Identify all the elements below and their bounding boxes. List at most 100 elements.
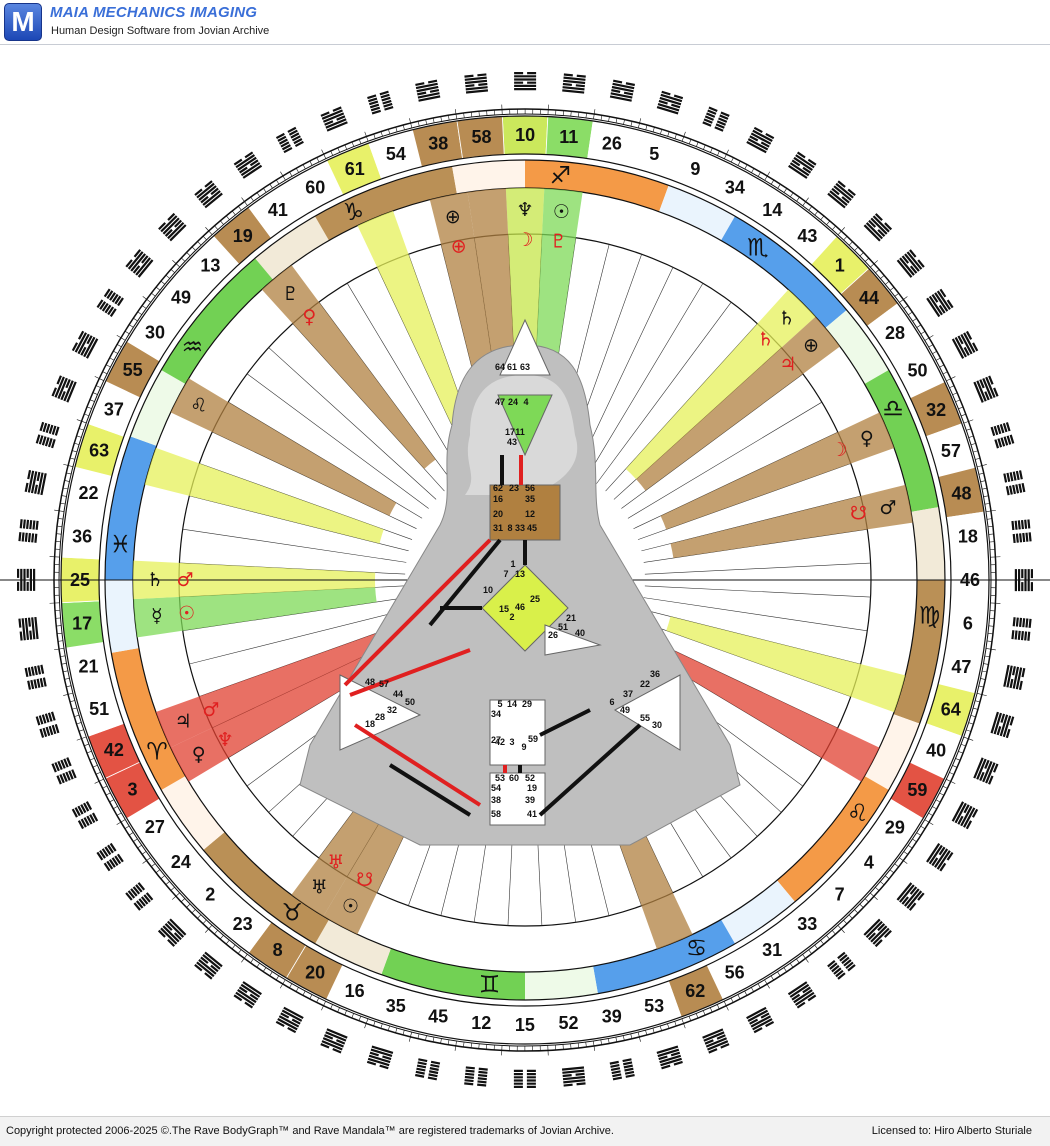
tick-mark — [943, 786, 947, 788]
hexagram-line — [613, 80, 622, 84]
hexagram-line — [25, 483, 29, 492]
tick-mark — [601, 115, 602, 120]
tick-mark — [65, 480, 70, 481]
tick-mark — [270, 184, 273, 188]
tick-mark — [932, 806, 936, 808]
hexagram-line — [1011, 630, 1014, 639]
tick-mark — [955, 758, 960, 760]
hexagram-icon — [194, 952, 223, 980]
tick-mark — [988, 526, 993, 527]
gate-number: 14 — [762, 200, 782, 220]
tick-mark — [63, 488, 68, 489]
gate-number: 59 — [907, 780, 927, 800]
tick-mark — [220, 935, 223, 939]
gate-number: 44 — [859, 288, 879, 308]
tick-mark — [65, 678, 70, 679]
planet-glyph-icon: ♃ — [175, 711, 192, 733]
tick-mark — [103, 786, 107, 788]
tick-mark — [280, 172, 285, 181]
hexagram-icon — [788, 152, 816, 179]
hexagram-line — [1011, 521, 1014, 530]
tick-mark — [374, 1021, 376, 1026]
tick-mark — [981, 481, 986, 482]
tick-mark — [263, 967, 266, 971]
hexagram-icon — [25, 470, 47, 495]
tick-mark — [689, 1016, 691, 1021]
tick-mark — [276, 976, 279, 980]
hexagram-line — [1015, 521, 1018, 530]
hexagram-line — [465, 1073, 474, 1076]
tick-mark — [198, 241, 201, 245]
tick-mark — [290, 172, 292, 176]
bodygraph-gate-number: 16 — [493, 494, 503, 504]
tick-mark — [623, 1036, 624, 1041]
hexagram-line — [577, 75, 586, 78]
tick-mark — [186, 904, 190, 907]
hexagram-line — [465, 84, 474, 87]
tick-mark — [345, 1010, 347, 1015]
tick-mark — [717, 151, 719, 156]
gate-number: 6 — [963, 614, 973, 634]
hexagram-line — [1010, 472, 1014, 481]
tick-mark — [880, 275, 884, 278]
gate-number: 52 — [559, 1013, 579, 1033]
hexagram-line — [430, 1064, 439, 1068]
tick-mark — [631, 1034, 632, 1039]
bodygraph-gate-number: 46 — [515, 602, 525, 612]
gate-number: 17 — [72, 614, 92, 634]
gate-number: 2 — [205, 885, 215, 905]
hexagram-line — [612, 1070, 621, 1074]
tick-mark — [608, 1038, 609, 1043]
tick-mark — [936, 358, 940, 360]
tick-mark — [161, 281, 165, 284]
tick-mark — [751, 987, 753, 991]
tick-mark — [821, 940, 824, 944]
tick-mark — [631, 121, 632, 126]
tick-mark — [263, 188, 266, 192]
gate-number: 45 — [428, 1006, 448, 1026]
hexagram-icon — [51, 757, 76, 784]
tick-mark — [142, 306, 146, 309]
hexagram-line — [26, 520, 29, 529]
tick-mark — [276, 180, 279, 184]
tick-mark — [797, 197, 800, 201]
gate-number: 41 — [268, 200, 288, 220]
tick-mark — [296, 168, 298, 172]
copyright-text: Copyright protected 2006-2025 ©.The Rave… — [6, 1125, 614, 1137]
zodiac-sign-icon: ♐ — [550, 162, 572, 190]
hexagram-icon — [18, 519, 38, 543]
tick-mark — [790, 193, 793, 197]
hexagram-line — [479, 1068, 488, 1071]
bodygraph-gate-number: 64 — [495, 362, 505, 372]
tick-mark — [87, 407, 92, 409]
hexagram-line — [564, 73, 573, 76]
hexagram-line — [1021, 520, 1024, 529]
hexagram-line — [37, 472, 41, 481]
tick-mark — [717, 1005, 719, 1010]
tick-mark — [345, 145, 347, 150]
gate-number: 10 — [515, 125, 535, 145]
tick-mark — [138, 312, 142, 315]
planet-glyph-icon: ☉ — [178, 602, 195, 624]
tick-mark — [979, 686, 984, 687]
tick-mark — [803, 198, 809, 206]
hexagram-line — [1022, 618, 1025, 627]
hexagram-line — [1016, 471, 1020, 480]
tick-mark — [151, 293, 155, 296]
tick-mark — [703, 145, 705, 150]
hexagram-line — [465, 1070, 474, 1073]
hexagram-line — [25, 668, 29, 677]
hexagram-line — [37, 665, 41, 674]
hexagram-icon — [746, 127, 774, 153]
hexagram-line — [1021, 582, 1023, 591]
tick-mark — [93, 393, 98, 395]
gate-number: 19 — [233, 226, 253, 246]
tick-mark — [809, 950, 812, 954]
gate-number: 9 — [690, 159, 700, 179]
hexagram-line — [1009, 485, 1013, 494]
bodygraph-gate-number: 51 — [558, 622, 568, 632]
gate-number: 11 — [559, 127, 578, 147]
zodiac-sign-icon: ♊ — [479, 970, 501, 998]
hexagram-line — [527, 72, 536, 74]
hexagram-icon — [952, 801, 978, 829]
